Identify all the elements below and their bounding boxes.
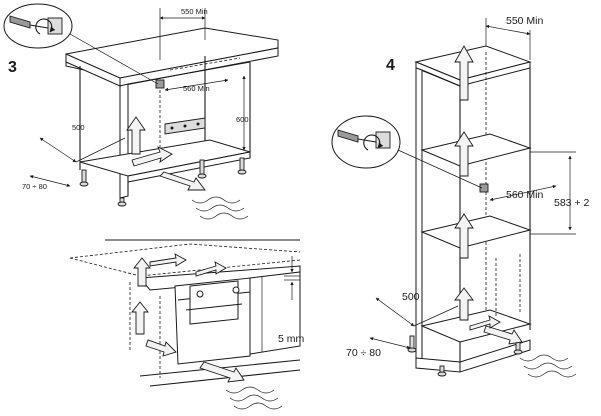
dim-inner-depth-label-4: 560 Min — [506, 189, 544, 201]
dimensions-step4: 550 Min 560 Min 583 + 2 500 70 ÷ 80 — [346, 15, 589, 359]
airflow-arrows-step3 — [126, 116, 249, 220]
dim-depth-label: 500 — [72, 123, 85, 132]
dim-width-top-label-4: 550 Min — [506, 15, 544, 27]
step-3-number: 3 — [8, 59, 17, 76]
dim-inner-depth-label: 560 Min — [183, 84, 210, 93]
tall-cabinet — [407, 45, 532, 377]
dim-width-top-label: 550 Min — [181, 7, 208, 16]
under-counter-cabinet — [65, 27, 279, 207]
dim-gap-label: 5 mm — [278, 333, 305, 345]
screwdriver-callout-step3 — [3, 3, 159, 85]
dim-height-label: 600 — [236, 115, 249, 124]
dim-plinth-label: 70 ÷ 80 — [22, 182, 47, 191]
screwdriver-callout-step4 — [331, 115, 483, 189]
dimensions-detail: 5 mm — [278, 256, 305, 345]
step-4-number: 4 — [386, 57, 395, 74]
dim-opening-label: 583 + 2 — [554, 197, 589, 209]
airflow-arrows-detail — [131, 253, 283, 410]
dimensions-step3: 550 Min 560 Min 600 500 70 ÷ 80 — [22, 7, 249, 191]
built-in-oven-detail — [69, 239, 301, 387]
airflow-arrows-step4 — [454, 45, 577, 378]
dim-plinth-label-4: 70 ÷ 80 — [346, 347, 381, 359]
dim-depth-label-4: 500 — [402, 291, 420, 303]
